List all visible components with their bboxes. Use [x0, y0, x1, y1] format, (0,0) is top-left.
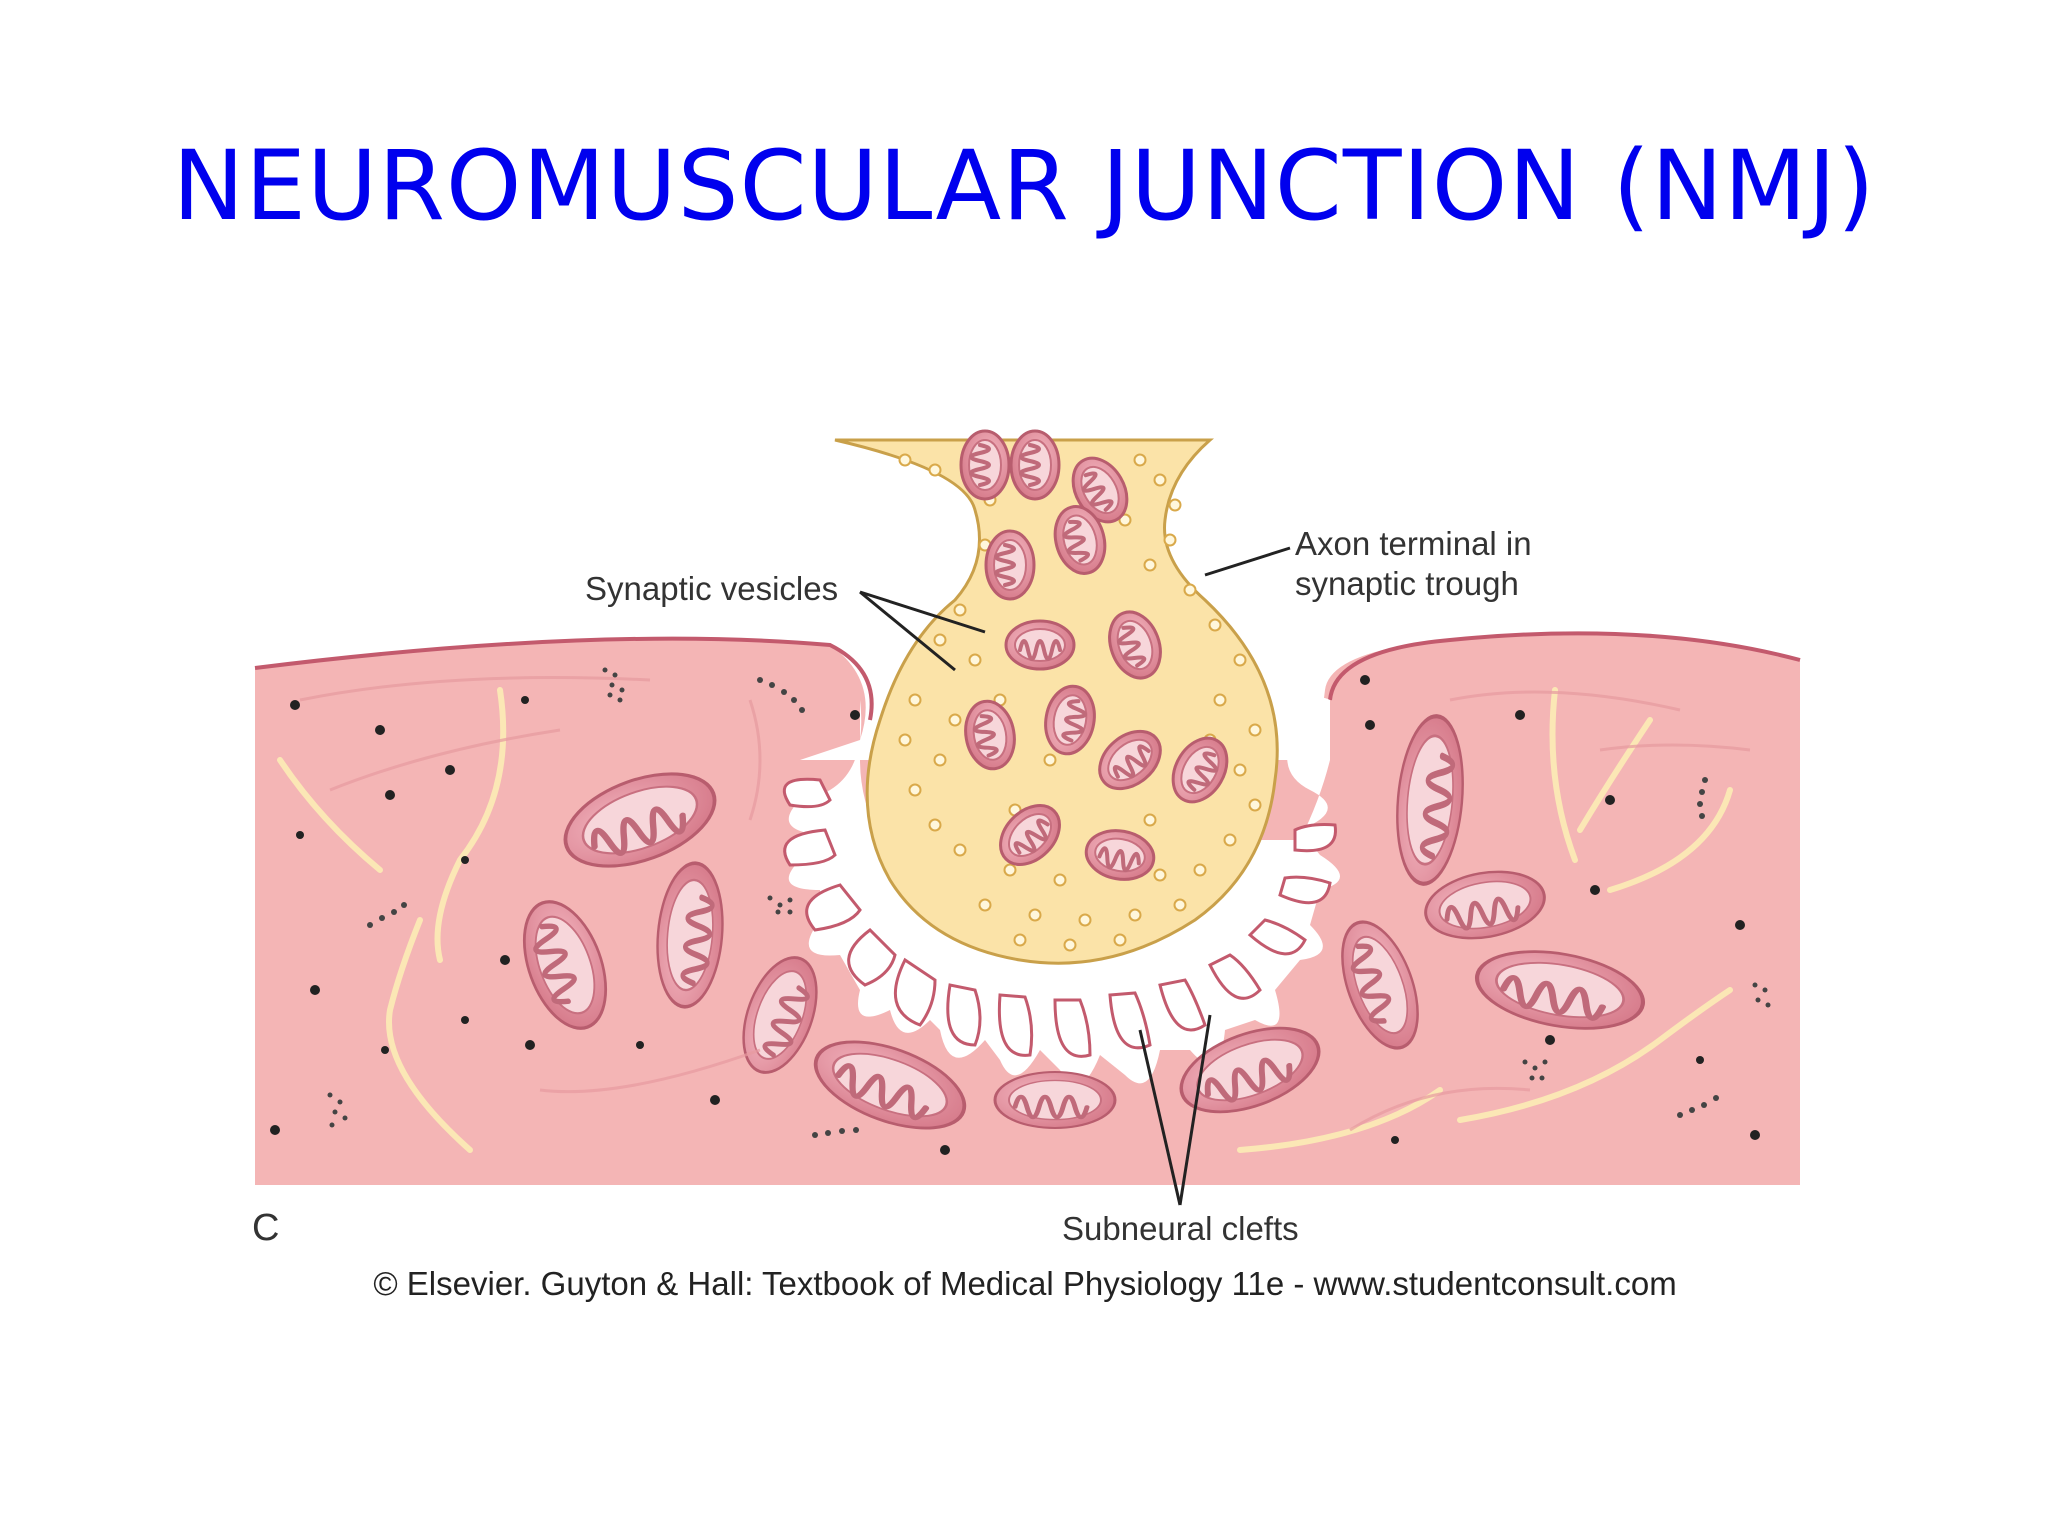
label-synaptic-vesicles: Synaptic vesicles: [585, 570, 838, 607]
subneural-clefts: [782, 777, 1337, 1058]
leader-lines: [859, 546, 1291, 1206]
sarcolemma: [254, 636, 874, 721]
figure-caption: © Elsevier. Guyton & Hall: Textbook of M…: [373, 1265, 1676, 1302]
myofibril-strands: [277, 687, 1733, 1153]
label-axon-terminal-line1: Axon terminal in: [1295, 525, 1532, 562]
granules: [270, 675, 1760, 1155]
label-axon-terminal-line2: synaptic trough: [1295, 565, 1519, 602]
granule-clusters: [327, 667, 1771, 1138]
panel-letter: C: [252, 1207, 279, 1249]
slide-title: NEUROMUSCULAR JUNCTION (NMJ): [172, 130, 1876, 242]
muscle-striations: [299, 676, 1751, 1132]
label-subneural-clefts: Subneural clefts: [1062, 1210, 1299, 1247]
